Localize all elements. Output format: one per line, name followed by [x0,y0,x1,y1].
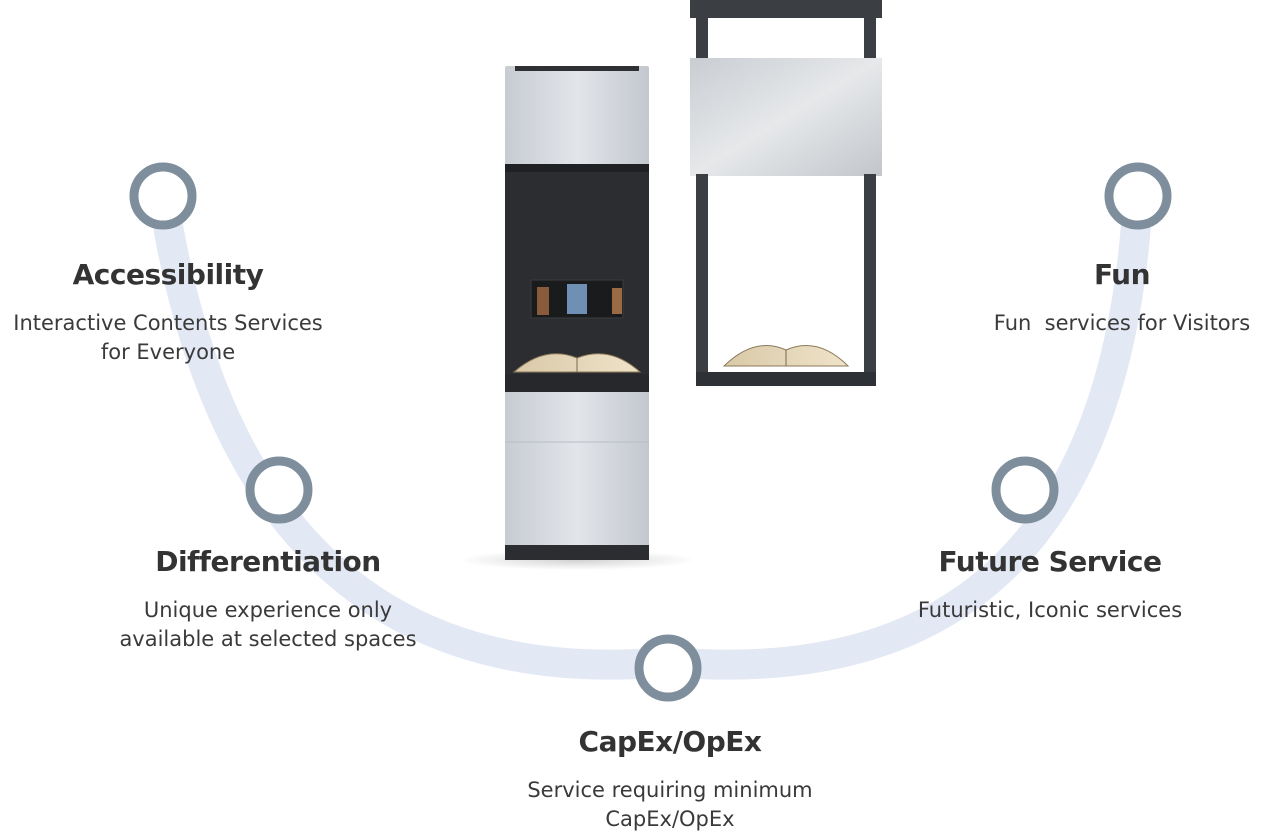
feature-title: Future Service [938,545,1162,578]
label-accessibility: Accessibility Interactive Contents Servi… [0,258,338,367]
desc-line: Futuristic, Iconic services [917,598,1183,622]
desc-line: available at selected spaces [119,627,417,651]
label-capex: CapEx/OpEx Service requiring minimum Cap… [500,725,840,834]
feature-description: Fun services for Visitors [967,309,1277,338]
label-fun: Fun Fun services for Visitors [967,258,1277,338]
feature-title: CapEx/OpEx [578,725,762,758]
label-differentiation: Differentiation Unique experience only a… [98,545,438,654]
feature-description: Interactive Contents Services for Everyo… [0,309,338,367]
feature-title: Differentiation [155,545,381,578]
feature-title: Fun [1093,258,1151,291]
feature-description: Unique experience only available at sele… [98,596,438,654]
feature-title: Accessibility [72,258,264,291]
desc-line: for Everyone [100,340,236,364]
feature-description: Futuristic, Iconic services [880,596,1220,625]
desc-line: Unique experience only [143,598,393,622]
node-capex-icon [634,634,702,702]
node-fun-icon [1104,162,1172,230]
desc-line: Interactive Contents Services [13,311,323,335]
desc-line: Fun services for Visitors [993,311,1251,335]
node-future-icon [991,456,1059,524]
hanging-kiosk-illustration [690,0,882,386]
standing-kiosk-illustration [457,66,697,570]
desc-line: CapEx/OpEx [605,807,735,831]
desc-line: Service requiring minimum [527,778,813,802]
feature-description: Service requiring minimum CapEx/OpEx [500,776,840,834]
node-accessibility-icon [129,162,197,230]
label-future: Future Service Futuristic, Iconic servic… [880,545,1220,625]
node-differentiation-icon [245,456,313,524]
